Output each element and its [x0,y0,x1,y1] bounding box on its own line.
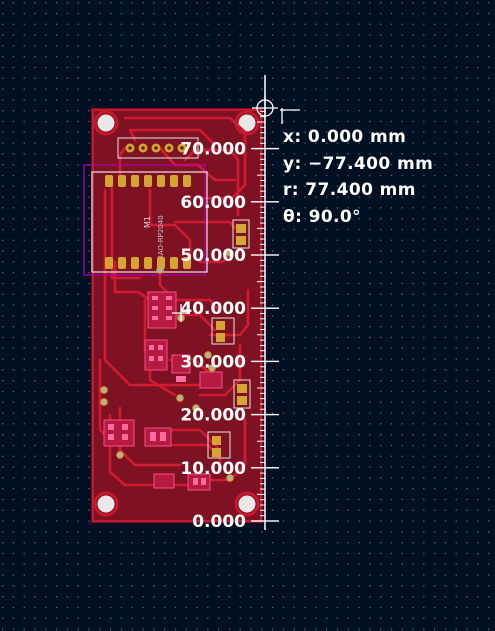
mounting-hole [234,491,260,517]
readout-y: y: −77.400 mm [283,153,434,174]
ruler-label: 30.000 [180,352,246,372]
ruler-label: 10.000 [180,459,246,479]
header-connector-mid[interactable] [211,317,235,345]
crosshair-origin-icon [252,95,300,124]
readout-theta: θ: 90.0° [283,206,362,227]
header-connector-bottom[interactable] [207,431,231,459]
measure-ruler[interactable]: 70.000 60.000 50.000 40.000 30.000 20.000 10.0… [180,75,279,532]
ruler-ticks [251,110,279,522]
ruler-label: 50.000 [180,246,246,266]
readout-x: x: 0.000 mm [283,127,407,147]
ruler-label: 70.000 [180,140,246,160]
ruler-label: 20.000 [180,406,246,426]
mounting-hole [234,110,260,136]
measurement-readout: x: 0.000 mm y: −77.400 mm r: 77.400 mm θ… [283,124,433,230]
header-connector-top[interactable] [117,137,199,159]
mounting-hole [93,491,119,517]
module-courtyard [83,164,206,276]
mounting-hole [93,110,119,136]
module-pads-top[interactable] [105,175,191,187]
readout-r: r: 77.400 mm [283,180,416,200]
module-pads-bottom[interactable] [105,257,191,269]
ruler-label: 60.000 [180,193,246,213]
module-silkscreen [91,171,208,273]
ruler-label: 40.000 [180,299,246,319]
header-connector-right[interactable] [232,219,250,249]
ruler-labels: 70.000 60.000 50.000 40.000 30.000 20.000 10.0… [180,140,246,532]
pcb-board[interactable]: M1 XIAO-RP2040 [83,108,263,523]
ruler-label: 0.000 [192,512,246,532]
smd-components[interactable] [103,291,223,491]
module-value: XIAO-RP2040 [157,215,165,262]
header-connector-low[interactable] [233,379,251,409]
module-ref: M1 [143,216,152,228]
cursor-cross-icon [172,304,190,322]
